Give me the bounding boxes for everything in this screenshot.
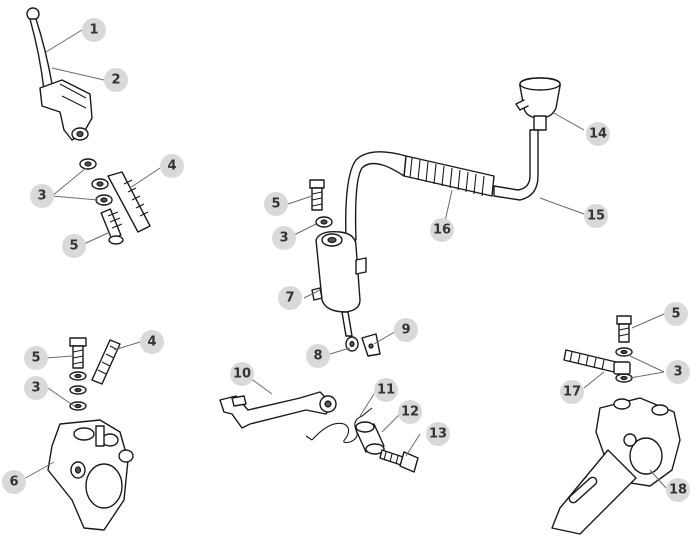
- lever-knob: [26, 7, 40, 21]
- callout-16: 16: [430, 218, 454, 242]
- front-caliper-assembly: [47, 337, 134, 531]
- brake-hose-fitting: [107, 171, 151, 233]
- callout-4: 4: [140, 330, 164, 354]
- svg-text:5: 5: [271, 197, 280, 212]
- callout-3: 3: [666, 360, 690, 384]
- callout-15: 15: [584, 204, 608, 228]
- callouts: 1 2 3 4 5 5 3 7 8 9 14 15 16 5 4 3 6 10 …: [2, 18, 690, 502]
- hose-spring-guard: [403, 155, 495, 197]
- feed-hose: [345, 151, 407, 241]
- svg-text:3: 3: [37, 189, 46, 204]
- svg-text:9: 9: [401, 323, 410, 338]
- svg-text:15: 15: [587, 209, 605, 224]
- callout-3: 3: [24, 376, 48, 400]
- bolt: [309, 179, 325, 189]
- rear-brake-pedal-assembly: [219, 391, 419, 473]
- svg-text:12: 12: [401, 405, 419, 420]
- brake-lever: [29, 18, 53, 91]
- callout-5: 5: [264, 192, 288, 216]
- svg-text:10: 10: [233, 367, 251, 382]
- svg-text:3: 3: [279, 231, 288, 246]
- callout-17: 17: [560, 380, 584, 404]
- callout-5: 5: [24, 346, 48, 370]
- brake-hose-fitting: [91, 339, 121, 385]
- svg-text:5: 5: [69, 239, 78, 254]
- callout-3: 3: [272, 226, 296, 250]
- svg-text:18: 18: [669, 483, 687, 498]
- callout-10: 10: [230, 362, 254, 386]
- svg-text:1: 1: [89, 23, 98, 38]
- svg-text:6: 6: [9, 475, 18, 490]
- callout-9: 9: [394, 318, 418, 342]
- callout-6: 6: [2, 470, 26, 494]
- callout-5: 5: [62, 234, 86, 258]
- svg-text:17: 17: [563, 385, 581, 400]
- callout-18: 18: [666, 478, 690, 502]
- svg-text:2: 2: [111, 73, 120, 88]
- callout-2: 2: [104, 68, 128, 92]
- bolt: [616, 315, 632, 325]
- callout-1: 1: [82, 18, 106, 42]
- callout-3: 3: [30, 184, 54, 208]
- callout-12: 12: [398, 400, 422, 424]
- front-brake-lever-assembly: [26, 7, 151, 245]
- callout-5: 5: [664, 302, 688, 326]
- callout-11: 11: [374, 378, 398, 402]
- bolt: [69, 337, 87, 347]
- svg-text:5: 5: [31, 351, 40, 366]
- callout-7: 7: [278, 286, 302, 310]
- rear-master-cylinder: [315, 230, 361, 313]
- svg-text:8: 8: [313, 349, 322, 364]
- rear-caliper-assembly: [551, 315, 681, 535]
- callout-13: 13: [426, 422, 450, 446]
- svg-text:14: 14: [589, 127, 607, 142]
- reservoir-hose: [493, 129, 539, 201]
- svg-text:4: 4: [167, 159, 176, 174]
- callout-14: 14: [586, 122, 610, 146]
- brake-pedal: [219, 391, 333, 429]
- callout-4: 4: [160, 154, 184, 178]
- leader-lines: [21, 29, 667, 489]
- push-rod: [341, 311, 353, 337]
- caliper-bracket: [551, 449, 637, 535]
- return-spring: [311, 407, 373, 444]
- callout-8: 8: [306, 344, 330, 368]
- svg-text:16: 16: [433, 223, 451, 238]
- rear-master-cylinder-assembly: [309, 77, 561, 357]
- svg-text:13: 13: [429, 427, 447, 442]
- svg-text:3: 3: [673, 365, 682, 380]
- svg-text:4: 4: [147, 335, 156, 350]
- svg-text:11: 11: [377, 383, 395, 398]
- svg-text:5: 5: [671, 307, 680, 322]
- svg-text:7: 7: [285, 291, 294, 306]
- svg-text:3: 3: [31, 381, 40, 396]
